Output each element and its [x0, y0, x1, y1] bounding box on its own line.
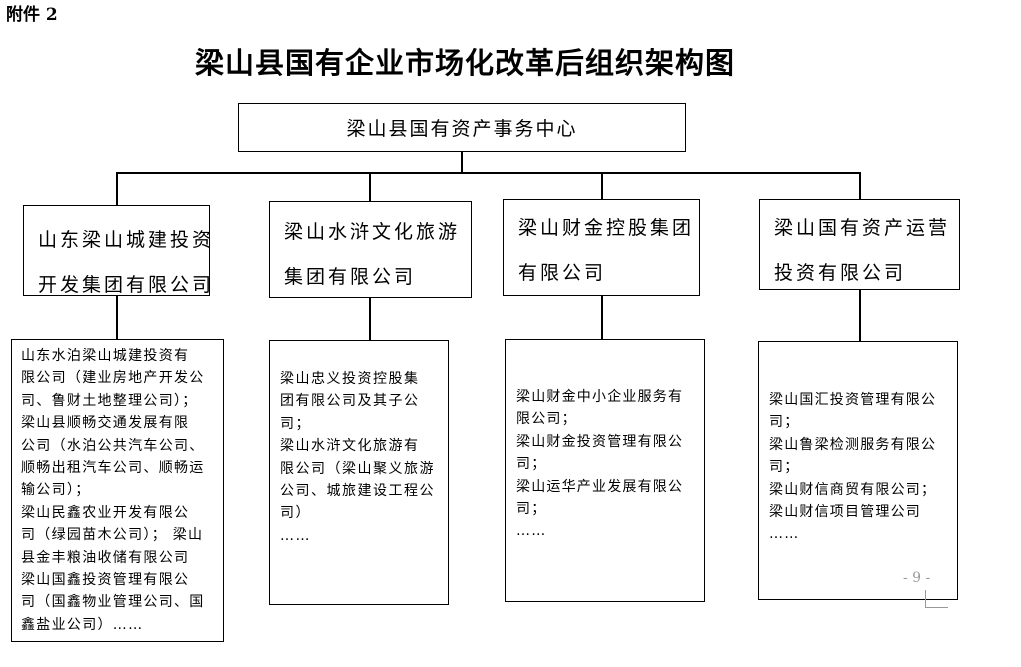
- subsidiary-line: 司（国鑫物业管理公司、国: [21, 594, 205, 611]
- connector-bus-to-group-3: [601, 172, 603, 200]
- subsidiary-line: ……: [769, 526, 800, 543]
- subsidiary-line: ……: [516, 523, 547, 540]
- subsidiary-line: 司（绿园苗木公司）； 梁山: [21, 527, 204, 544]
- chart-title: 梁山县国有企业市场化改革后组织架构图: [194, 46, 735, 80]
- subsidiary-line: 司；: [516, 456, 547, 473]
- subsidiary-line: 顺畅出租汽车公司、顺畅运: [21, 460, 205, 477]
- subsidiary-line: 限公司（梁山聚义旅游: [280, 460, 435, 477]
- subsidiary-line: 团有限公司及其子公: [280, 393, 420, 410]
- subsidiary-line: 限公司；: [516, 411, 577, 428]
- group-node-state-assets-operation: 梁山国有资产运营 投资有限公司: [759, 199, 960, 290]
- subsidiary-line: 梁山国鑫投资管理有限公: [21, 572, 190, 589]
- root-node: 梁山县国有资产事务中心: [238, 103, 686, 152]
- connector-bus-to-group-4: [859, 172, 861, 200]
- group-node-label-line: 集团有限公司: [284, 266, 417, 288]
- subsidiary-line: 输公司）；: [21, 482, 91, 499]
- connector-horizontal-bus: [116, 172, 861, 174]
- subsidiary-line: 司；: [769, 414, 800, 431]
- root-node-label: 梁山县国有资产事务中心: [346, 118, 578, 140]
- subsidiaries-state-assets-operation: 梁山国汇投资管理有限公 司； 梁山鲁梁检测服务有限公 司； 梁山财信商贸有限公司…: [758, 341, 958, 600]
- connector-group-3-to-subs: [601, 296, 603, 339]
- subsidiaries-chengjian: 山东水泊梁山城建投资有 限公司（建业房地产开发公 司、鲁财土地整理公司）； 梁山…: [11, 339, 224, 642]
- group-node-label-line: 开发集团有限公司: [38, 274, 215, 296]
- connector-bus-to-group-1: [116, 172, 118, 206]
- subsidiary-line: 山东水泊梁山城建投资有: [21, 348, 190, 364]
- subsidiary-line: 司；: [280, 415, 311, 432]
- subsidiary-line: 梁山运华产业发展有限公: [516, 478, 684, 495]
- subsidiary-line: 公司、城旅建设工程公: [280, 483, 435, 500]
- subsidiary-line: 梁山忠义投资控股集: [280, 371, 420, 387]
- subsidiary-line: 司；: [769, 459, 800, 476]
- group-node-chengjian: 山东梁山城建投资 开发集团有限公司: [23, 205, 215, 296]
- page-corner-mark: [925, 590, 926, 608]
- subsidiary-line: 梁山财金中小企业服务有: [516, 389, 684, 405]
- subsidiary-line: 县金丰粮油收储有限公司: [21, 549, 190, 566]
- subsidiary-line: 梁山财信项目管理公司: [769, 504, 921, 521]
- attachment-label: 附件 2: [6, 5, 58, 25]
- connector-root-down: [461, 152, 463, 173]
- subsidiary-line: 公司（水泊公共汽车公司、: [21, 437, 205, 454]
- subsidiaries-shuihu-tourism: 梁山忠义投资控股集 团有限公司及其子公 司； 梁山水浒文化旅游有 限公司（梁山聚…: [269, 340, 449, 605]
- group-node-label-line: 有限公司: [518, 262, 607, 284]
- subsidiary-line: 司；: [516, 501, 547, 518]
- page-number: - 9 -: [903, 570, 931, 586]
- group-node-label-line: 梁山水浒文化旅游: [284, 221, 461, 243]
- subsidiary-line: 梁山县顺畅交通发展有限: [21, 415, 190, 432]
- subsidiary-line: ……: [280, 527, 311, 544]
- subsidiary-line: 限公司（建业房地产开发公: [21, 370, 205, 387]
- group-node-label-line: 山东梁山城建投资: [38, 229, 215, 251]
- subsidiary-line: 鑫盐业公司）……: [21, 616, 144, 633]
- connector-bus-to-group-2: [369, 172, 371, 202]
- connector-group-1-to-subs: [116, 296, 118, 339]
- subsidiary-line: 梁山民鑫农业开发有限公: [21, 504, 190, 521]
- connector-group-4-to-subs: [859, 290, 861, 341]
- subsidiary-line: 梁山财金投资管理有限公: [516, 433, 684, 450]
- subsidiary-line: 梁山鲁梁检测服务有限公: [769, 436, 937, 453]
- subsidiary-line: 司）: [280, 505, 311, 522]
- subsidiaries-caijin-holding: 梁山财金中小企业服务有 限公司； 梁山财金投资管理有限公 司； 梁山运华产业发展…: [505, 339, 705, 602]
- group-node-shuihu-tourism: 梁山水浒文化旅游 集团有限公司: [269, 201, 472, 298]
- subsidiary-line: 梁山财信商贸有限公司；: [769, 481, 937, 498]
- group-node-caijin-holding: 梁山财金控股集团 有限公司: [503, 199, 700, 296]
- group-node-label-line: 梁山国有资产运营: [774, 217, 951, 239]
- page-corner-mark: [925, 607, 948, 608]
- subsidiary-line: 梁山国汇投资管理有限公: [769, 392, 937, 408]
- subsidiary-line: 司、鲁财土地整理公司）；: [21, 392, 198, 409]
- subsidiary-line: 梁山水浒文化旅游有: [280, 438, 420, 455]
- connector-group-2-to-subs: [369, 298, 371, 340]
- group-node-label-line: 投资有限公司: [774, 262, 907, 284]
- group-node-label-line: 梁山财金控股集团: [518, 217, 695, 239]
